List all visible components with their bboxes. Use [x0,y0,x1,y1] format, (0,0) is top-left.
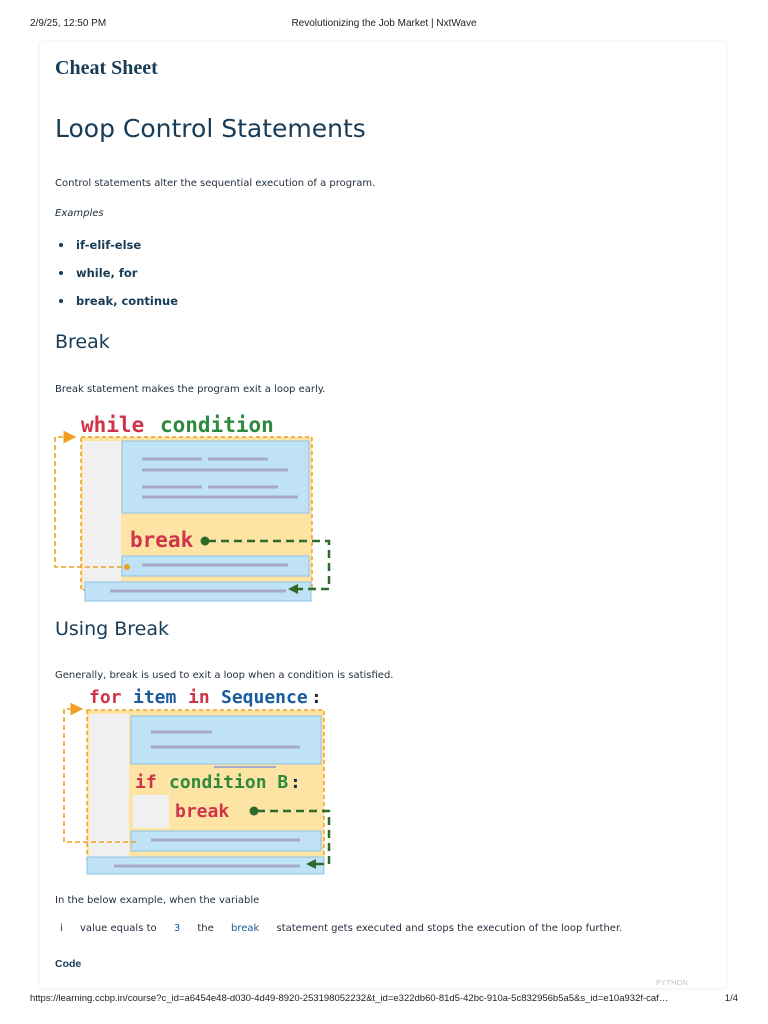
exit-arrow [257,809,331,866]
list-item: if-elif-else [58,237,178,265]
item-keyword: item [133,687,177,708]
code-lines [151,730,300,749]
list-item: while, for [58,265,178,293]
while-keyword: while [81,413,144,437]
loop-back-arrow [63,702,136,843]
loop-back-arrow [54,430,130,568]
print-footer: https://learning.ccbp.in/course?c_id=a64… [0,993,768,1007]
sentence-text: value equals to [79,923,157,934]
break-description: Break statement makes the program exit a… [55,384,326,395]
colon: : [290,772,301,793]
break-heading: Break [55,331,110,353]
cheat-sheet-card: Cheat Sheet Loop Control Statements Cont… [40,42,726,988]
inline-code-var: i [60,923,63,934]
print-page-number: 1/4 [724,993,738,1004]
code-block [121,440,310,514]
code-lines [142,457,298,499]
break-exit-dot [249,806,259,816]
intro-text: Control statements alter the sequential … [55,178,376,189]
in-keyword: in [188,687,210,708]
exit-arrow [208,539,331,591]
break-example-sentence: i value equals to 3 the break statement … [60,923,636,934]
example-intro: In the below example, when the variable [55,895,260,906]
condition-keyword: condition [160,413,274,437]
using-break-description: Generally, break is used to exit a loop … [55,670,394,681]
sequence-keyword: Sequence [221,687,308,708]
colon: : [311,687,322,708]
inline-code-number: 3 [173,923,181,934]
examples-label: Examples [55,208,104,219]
print-date: 2/9/25, 12:50 PM [30,18,107,29]
condition-b-keyword: condition B [169,772,288,793]
break-while-diagram: while condition break [54,413,331,602]
print-page-title: Revolutionizing the Job Market | NxtWave [291,18,477,29]
using-break-heading: Using Break [55,618,169,640]
break-keyword: break [175,801,229,822]
for-keyword: for [89,687,122,708]
sentence-text: the [197,923,214,934]
code-block [130,715,322,765]
code-label: Code [55,958,82,970]
page-heading: Loop Control Statements [55,114,366,143]
indent-gutter [89,714,129,858]
indent-gutter [83,441,121,588]
cheat-sheet-label: Cheat Sheet [55,57,158,79]
break-for-diagram: for item in Sequence : if condition B : … [63,687,331,875]
print-header: 2/9/25, 12:50 PM Revolutionizing the Job… [0,18,768,32]
examples-list: if-elif-else while, for break, continue [58,237,178,321]
inline-code-keyword: break [231,923,260,934]
break-keyword: break [130,528,194,552]
list-item: break, continue [58,293,178,321]
code-language-tag: PYTHON [656,980,689,987]
nested-indent [133,795,169,828]
break-exit-dot [200,536,210,546]
sentence-text: statement gets executed and stops the ex… [276,923,623,934]
print-url[interactable]: https://learning.ccbp.in/course?c_id=a64… [30,993,669,1004]
if-keyword: if [135,772,157,793]
